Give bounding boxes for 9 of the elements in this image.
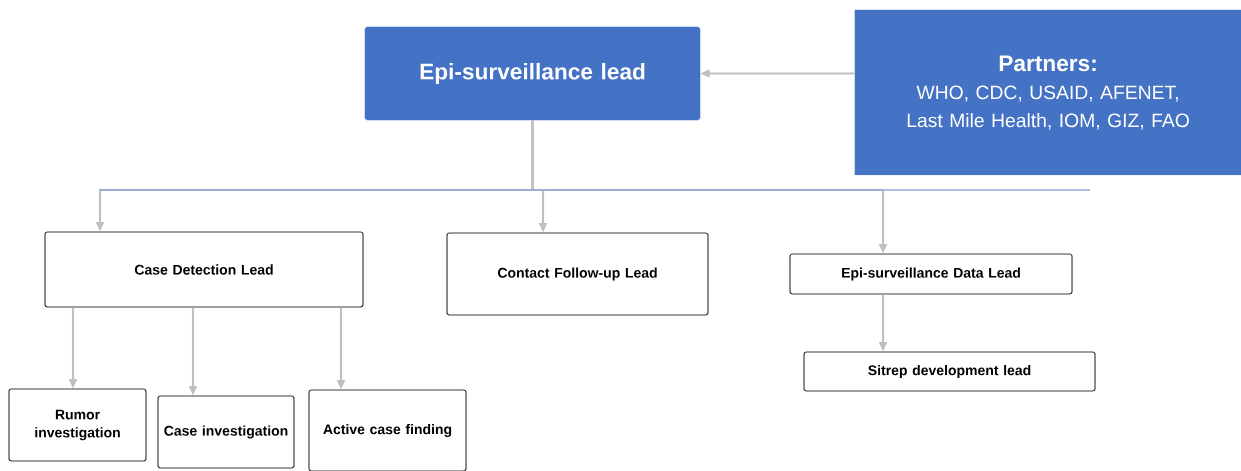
role-box: Case investigation [157,395,295,469]
role-box: Epi-surveillance Data Lead [789,253,1073,295]
role-box: Contact Follow-up Lead [446,232,709,316]
lead-box: Epi-surveillance lead [364,26,701,121]
partner-box: Partners: WHO, CDC, USAID, AFENET, Last Mile Health, IOM, GIZ, FAO [854,9,1241,176]
role-box: Active case finding [308,389,467,471]
role-box: Sitrep development lead [803,351,1096,392]
role-box: Rumor investigation [8,388,147,462]
role-box: Case Detection Lead [44,231,364,308]
